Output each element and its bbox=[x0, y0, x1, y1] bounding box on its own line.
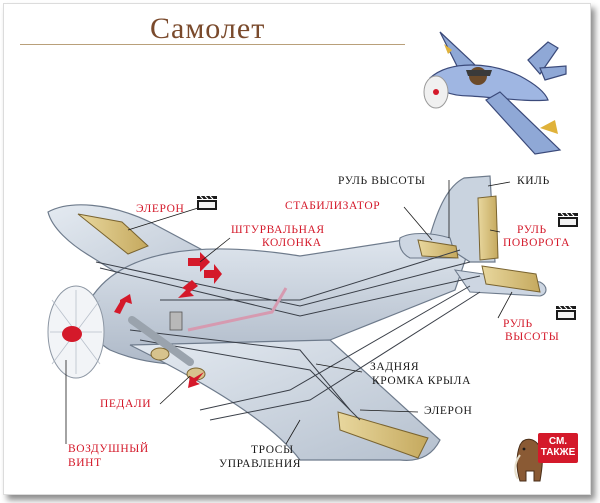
film-clapper-icon[interactable] bbox=[556, 306, 576, 320]
label-elevator-right-line2: ВЫСОТЫ bbox=[505, 331, 560, 343]
film-clapper-icon[interactable] bbox=[558, 213, 578, 227]
label-stabilizer: СТАБИЛИЗАТОР bbox=[285, 200, 381, 212]
label-rudder-line1: РУЛЬ bbox=[517, 224, 547, 236]
label-aileron-right: ЭЛЕРОН bbox=[424, 405, 473, 417]
see-also-line2: ТАКЖЕ bbox=[540, 447, 576, 458]
label-fin: КИЛЬ bbox=[517, 175, 550, 187]
film-clapper-icon[interactable] bbox=[197, 196, 217, 210]
label-propeller-line1: ВОЗДУШНЫЙ bbox=[68, 443, 149, 455]
cartoon-plane-illustration bbox=[423, 31, 567, 155]
label-control-column-line1: ШТУРВАЛЬНАЯ bbox=[231, 224, 325, 236]
see-also-line1: СМ. bbox=[548, 436, 568, 447]
label-pedals: ПЕДАЛИ bbox=[100, 398, 152, 410]
label-trailing-edge-line2: КРОМКА КРЫЛА bbox=[372, 375, 471, 387]
propeller-illustration bbox=[47, 285, 105, 379]
label-control-column-line2: КОЛОНКА bbox=[262, 237, 322, 249]
label-propeller-line2: ВИНТ bbox=[68, 457, 102, 469]
label-cables-line1: ТРОСЫ bbox=[251, 444, 294, 456]
see-also-button[interactable]: СМ. ТАКЖЕ bbox=[538, 433, 578, 463]
label-elevator-right-line1: РУЛЬ bbox=[503, 318, 533, 330]
title-rule bbox=[20, 44, 405, 45]
label-aileron-left: ЭЛЕРОН bbox=[136, 203, 185, 215]
label-elevator-top: РУЛЬ ВЫСОТЫ bbox=[338, 175, 426, 187]
label-trailing-edge-line1: ЗАДНЯЯ bbox=[370, 361, 420, 373]
mammoth-icon bbox=[514, 438, 543, 482]
page-title: Самолет bbox=[150, 12, 266, 45]
label-cables-line2: УПРАВЛЕНИЯ bbox=[219, 458, 302, 470]
label-rudder-line2: ПОВОРОТА bbox=[503, 237, 570, 249]
motion-arrows bbox=[114, 252, 222, 388]
